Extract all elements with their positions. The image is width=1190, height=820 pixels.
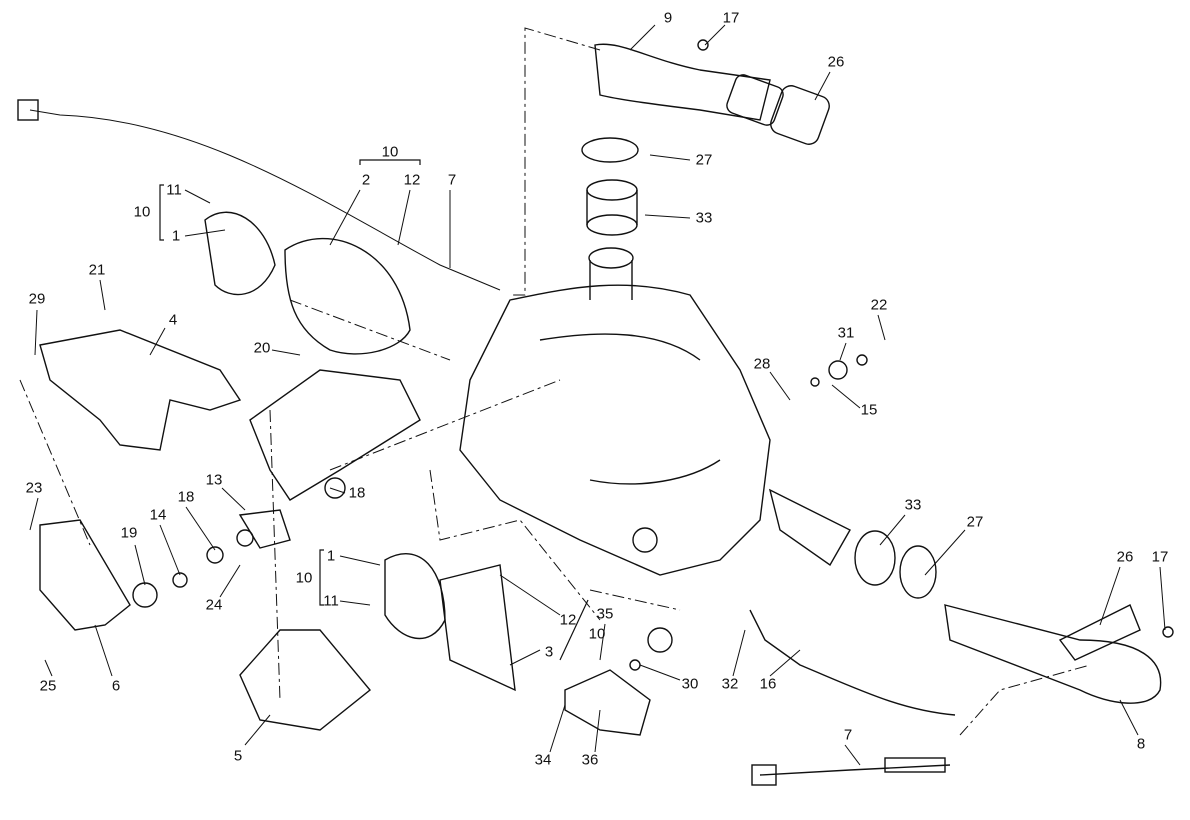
callout-22: 22 — [870, 296, 888, 314]
callout-25: 25 — [39, 677, 57, 695]
callout-18: 18 — [348, 484, 366, 502]
callout-4: 4 — [168, 311, 178, 329]
callout-14: 14 — [149, 506, 167, 524]
callout-35: 35 — [596, 605, 614, 623]
callout-17: 17 — [722, 9, 740, 27]
callout-8: 8 — [1136, 735, 1146, 753]
callout-9: 9 — [663, 9, 673, 27]
callout-11: 11 — [166, 181, 182, 199]
callout-18: 18 — [177, 488, 195, 506]
callout-10: 10 — [133, 203, 151, 221]
callout-26: 26 — [827, 53, 845, 71]
callout-6: 6 — [111, 677, 121, 695]
callout-24: 24 — [205, 596, 223, 614]
callout-20: 20 — [253, 339, 271, 357]
callout-11: 11 — [323, 592, 339, 610]
callout-28: 28 — [753, 355, 771, 373]
callout-10: 10 — [588, 625, 606, 643]
callout-17: 17 — [1151, 548, 1169, 566]
callout-16: 16 — [759, 675, 777, 693]
callout-34: 34 — [534, 751, 552, 769]
callout-5: 5 — [233, 747, 243, 765]
callout-12: 12 — [403, 171, 421, 189]
callout-1: 1 — [326, 547, 336, 565]
callout-7: 7 — [447, 171, 457, 189]
callout-30: 30 — [681, 675, 699, 693]
callout-23: 23 — [25, 479, 43, 497]
callout-2: 2 — [361, 171, 371, 189]
callout-36: 36 — [581, 751, 599, 769]
callout-10: 10 — [381, 143, 399, 161]
callout-13: 13 — [205, 471, 223, 489]
callout-26: 26 — [1116, 548, 1134, 566]
callout-12: 12 — [559, 611, 577, 629]
callout-15: 15 — [860, 401, 878, 419]
callout-31: 31 — [837, 324, 855, 342]
callout-10: 10 — [295, 569, 313, 587]
callout-1: 1 — [171, 227, 181, 245]
callout-33: 33 — [695, 209, 713, 227]
callout-3: 3 — [544, 643, 554, 661]
callout-27: 27 — [966, 513, 984, 531]
callout-21: 21 — [88, 261, 106, 279]
callout-27: 27 — [695, 151, 713, 169]
callout-19: 19 — [120, 524, 138, 542]
callout-33: 33 — [904, 496, 922, 514]
callout-29: 29 — [28, 290, 46, 308]
callout-32: 32 — [721, 675, 739, 693]
callout-7: 7 — [843, 726, 853, 744]
